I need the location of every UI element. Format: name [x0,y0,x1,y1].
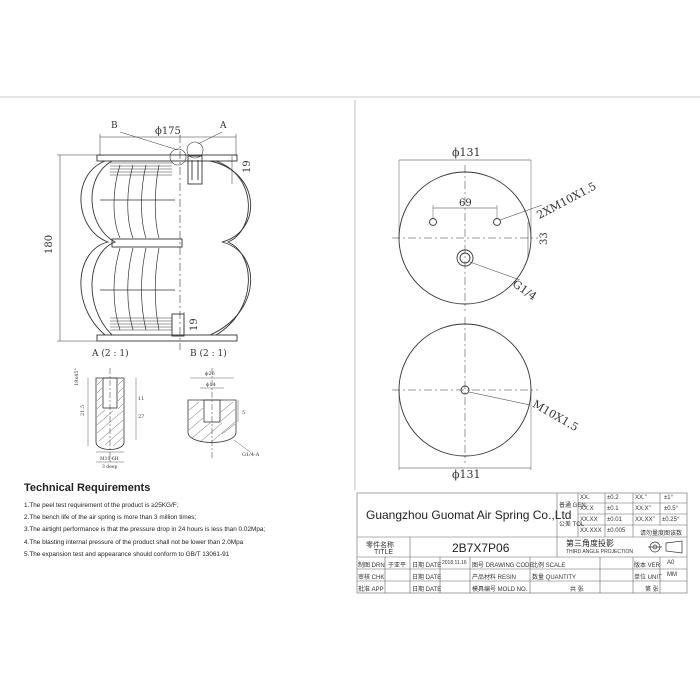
drawing-code: 2B7X7P06 [452,541,510,555]
scale-label: 比例 SCALE [532,563,566,569]
dim-phi131-top: ϕ131 [452,146,481,159]
drn-name: 于亚平 [388,563,407,569]
detail-a-dim-6: 3 deep [102,464,118,470]
tol-note: 请勿量度图该数 [640,531,683,537]
detail-a-circle [186,141,204,159]
dim-19-bottom: 19 [189,318,200,331]
bellows-left [80,160,110,336]
thread-m10: M10X1.5 [530,398,580,435]
total-sheets: 共 张 [570,587,584,593]
detail-a-dim-2: 11 [138,396,144,402]
company-name: Guangzhou Guomat Air Spring Co.,Ltd [366,508,572,522]
date-label-3: 日期 DATE [412,587,442,593]
border-lines [0,96,700,490]
detail-b-drawing [187,368,251,458]
part-name-label: 零件名称 [366,542,394,549]
dim-33: 33 [539,232,550,245]
top-plate [96,154,238,162]
detail-b-title: B (2 : 1) [190,348,227,359]
tech-requirements-list: 1.The peel test requirement of the produ… [24,500,265,561]
tol-cell: XX.XX" [635,517,655,523]
mold-label: 模具编号 MOLD NO. [472,587,528,593]
tech-requirement-item: 5.The expansion test and appearance shou… [24,550,230,558]
dim-phi131-bottom: ϕ131 [452,468,481,481]
tol-cell: XX." [635,495,647,501]
drawing-code-label: 图号 DRAWING CODE [472,563,534,569]
girdle-ring [111,238,183,248]
projection-en: THIRD ANGLE PROJECTION [566,549,633,555]
projection-symbol [648,540,683,554]
ver-value: A0 [667,560,675,566]
date-value: 2018.11.16 [442,560,467,566]
projection-cn: 第三角度投影 [566,539,614,548]
tech-requirement-item: 3.The airtight performance is that the p… [24,526,266,534]
label-a: A [219,121,227,131]
dim-phi175: ϕ175 [155,126,181,137]
tol-cell: ±1° [664,495,674,501]
detail-a-dim-3: 21.5 [80,405,86,416]
detail-a-dim-1: 18x45° [74,367,80,386]
thread-2xm10: 2XM10X1.5 [535,180,599,222]
top-view-plate [392,159,543,311]
detail-a-drawing [87,368,137,463]
tech-requirements-title: Technical Requirements [24,482,151,494]
detail-b-dim-2: ϕ14 [206,382,216,388]
tol-cell: ±0.01 [607,517,622,523]
detail-a-title: A (2 : 1) [91,348,129,359]
tol-cell: ±0.005 [607,528,626,534]
date-label-2: 日期 DATE [412,575,442,581]
tol-cell: ±0.1 [607,506,619,512]
tol-pub-label: 公差 TOL [559,522,585,528]
qty-label: 数量 QUANTITY [532,575,577,581]
dim-19-top: 19 [242,160,253,173]
tol-cell: XX.X [580,506,594,512]
tech-requirement-item: 4.The blasting internal pressure of the … [24,538,244,546]
detail-b-dim-4: 5 [242,410,245,416]
title-block [356,492,688,594]
tol-cell: XX.X" [635,506,651,512]
tol-cell: ±0.5° [664,506,679,512]
detail-a-dim-4: 27 [138,414,144,420]
unit-label: 单位 UNIT [634,575,662,581]
tol-cell: ±0.25° [662,517,680,523]
bellows-right-section [209,160,252,336]
dim-69: 69 [459,198,472,209]
top-stud [187,155,203,185]
drn-label: 制图 DRN [358,563,385,569]
detail-b-dim-1: ϕ26 [205,371,215,377]
tech-requirement-item: 1.The peel test requirement of the produ… [24,502,179,509]
air-spring-front-view [57,131,252,350]
chk-label: 审核 CHK [358,575,385,581]
tol-cell: ±0.2 [607,495,619,501]
bottom-fitting [171,313,185,337]
detail-a-dim-5: M10-6H [100,456,119,462]
ver-label: 版本 VER [634,563,661,569]
date-label: 日期 DATE [412,563,442,569]
bottom-view-plate [392,317,538,470]
detail-b-circle [169,148,187,166]
tol-cell: XX.XXX [580,528,602,534]
tol-cell: XX.XX [580,517,598,523]
resin-label: 产品材料 RESIN [472,575,517,581]
app-label: 批准 APP [358,587,384,593]
dim-180: 180 [44,235,55,254]
tol-gen-label: 普通 GEN [559,503,586,509]
tech-requirement-item: 2.The bench life of the air spring is mo… [24,514,197,522]
thread-g14: G1/4 [510,277,539,303]
label-b: B [111,121,118,131]
bottom-plate [96,334,238,342]
unit-value: MM [667,572,677,578]
title-label: TITLE [374,549,394,556]
sheet-number: 第 张 [645,587,659,593]
tol-cell: XX. [580,495,590,501]
bellows-ribs [100,164,175,331]
detail-b-dim-3: G1/4-A [242,452,260,458]
hatch-lines [110,162,172,331]
